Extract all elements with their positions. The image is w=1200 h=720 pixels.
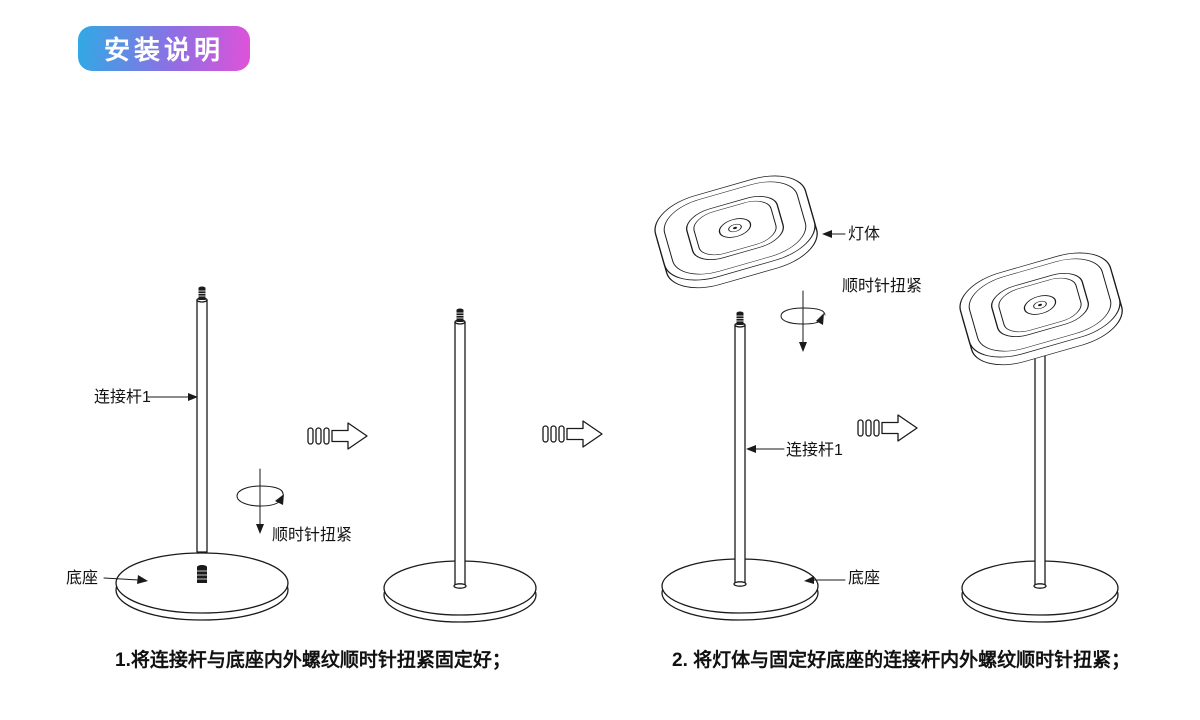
base-disc xyxy=(115,552,289,621)
leader-rod-label xyxy=(147,393,198,401)
base-thread-screw xyxy=(197,565,207,583)
caption-step1: 1.将连接杆与底座内外螺纹顺时针扭紧固定好； xyxy=(115,650,511,671)
connecting-rod xyxy=(196,299,208,553)
label-rod-step1: 连接杆1 xyxy=(94,389,151,406)
base-disc xyxy=(961,560,1119,623)
label-rod-step2: 连接杆1 xyxy=(786,442,843,459)
connecting-rod xyxy=(734,324,746,585)
connecting-rod xyxy=(1034,344,1046,587)
leader-lamp-label xyxy=(822,230,846,238)
leader-base-label xyxy=(804,576,846,584)
step-arrow-icon xyxy=(542,420,603,448)
lamp-head xyxy=(647,165,825,299)
lamp-head xyxy=(952,242,1130,376)
figure-step1-exploded xyxy=(103,285,289,621)
label-lamp-step2: 灯体 xyxy=(848,226,881,243)
leader-rod-label xyxy=(746,445,785,453)
rod-base-joint xyxy=(1033,583,1047,589)
rod-base-joint xyxy=(453,583,467,589)
label-tighten-step1: 顺时针扭紧 xyxy=(272,527,353,544)
section-title: 安装说明 xyxy=(103,35,224,65)
label-base-step2: 底座 xyxy=(848,570,881,587)
step-arrow-icon xyxy=(857,414,918,442)
rod-base-joint xyxy=(733,581,747,587)
figure-step2-assembled xyxy=(952,242,1130,623)
figure-step2-exploded xyxy=(647,165,846,621)
clockwise-rotate-icon xyxy=(780,290,826,352)
label-base-step1: 底座 xyxy=(66,570,99,587)
step-arrow-icon xyxy=(307,422,368,450)
clockwise-rotate-icon xyxy=(236,468,284,534)
caption-step2: 2. 将灯体与固定好底座的连接杆内外螺纹顺时针扭紧； xyxy=(672,650,1131,671)
rod-thread-tip-icon xyxy=(196,285,208,303)
leader-base-label xyxy=(103,575,148,584)
rod-thread-tip-icon xyxy=(734,310,746,328)
rod-thread-tip-icon xyxy=(454,307,466,325)
figure-step1-assembled xyxy=(383,307,537,623)
connecting-rod xyxy=(454,321,466,587)
label-tighten-step2: 顺时针扭紧 xyxy=(842,278,923,295)
section-title-badge: 安装说明 xyxy=(78,26,250,71)
